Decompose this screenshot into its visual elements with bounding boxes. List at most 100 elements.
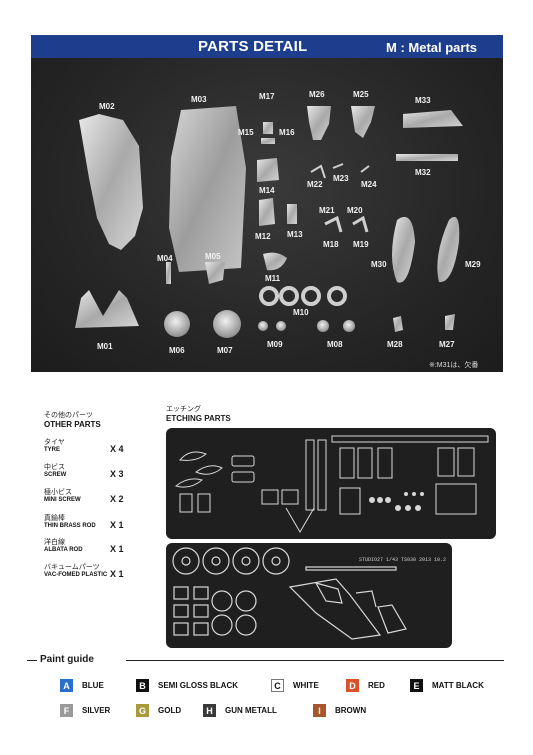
paint-color-matt-black: E MATT BLACK xyxy=(410,679,484,692)
item-quantity: X 1 xyxy=(110,520,124,530)
label-m11: M11 xyxy=(265,274,281,283)
part-m12 xyxy=(259,198,275,226)
label-m30: M30 xyxy=(371,260,387,269)
paint-color-brown: I BROWN xyxy=(313,704,366,717)
item-name-jp: 真鍮棒 xyxy=(44,515,65,522)
color-swatch: B xyxy=(136,679,149,692)
color-name: BROWN xyxy=(335,706,367,715)
part-m25 xyxy=(351,106,375,138)
label-m18: M18 xyxy=(323,240,339,249)
label-m14: M14 xyxy=(259,186,275,195)
color-swatch: F xyxy=(60,704,73,717)
part-m14 xyxy=(257,158,279,182)
item-quantity: X 2 xyxy=(110,494,124,504)
part-m17 xyxy=(263,122,273,134)
paint-guide-title: Paint guide xyxy=(40,654,94,665)
part-m23 xyxy=(332,163,344,169)
color-swatch: I xyxy=(313,704,326,717)
label-m33: M33 xyxy=(415,96,431,105)
paint-color-gold: G GOLD xyxy=(136,704,181,717)
item-quantity: X 1 xyxy=(110,544,124,554)
label-m03: M03 xyxy=(191,95,207,104)
part-m04 xyxy=(166,262,171,284)
label-m22: M22 xyxy=(307,180,323,189)
metal-parts-photo: M02 M03 M17 M15 M16 M26 M25 M33 M14 M22 … xyxy=(31,58,503,372)
label-m17: M17 xyxy=(259,92,275,101)
page-title: PARTS DETAIL xyxy=(198,38,308,55)
label-m08: M08 xyxy=(327,340,343,349)
paint-color-gun-metall: H GUN METALL xyxy=(203,704,277,717)
label-m28: M28 xyxy=(387,340,403,349)
item-name: TYRE xyxy=(44,447,61,453)
etching-title-jp: エッチング xyxy=(166,406,201,413)
etching-sheet-2: STUDIO27 1/43 TS030 2013 10.2 xyxy=(166,543,452,648)
color-swatch: H xyxy=(203,704,216,717)
label-m19: M19 xyxy=(353,240,369,249)
label-m13: M13 xyxy=(287,230,303,239)
part-m05 xyxy=(205,262,225,284)
color-swatch: D xyxy=(346,679,359,692)
item-quantity: X 1 xyxy=(110,569,124,579)
item-name: ALBATA ROD xyxy=(44,547,83,553)
part-m26 xyxy=(307,106,331,140)
part-m10-c xyxy=(301,286,321,306)
part-m09-a xyxy=(258,321,268,331)
label-m06: M06 xyxy=(169,346,185,355)
item-name: MINI SCREW xyxy=(44,497,81,503)
color-name: MATT BLACK xyxy=(432,681,484,690)
paint-color-blue: A BLUE xyxy=(60,679,104,692)
etching-title: ETCHING PARTS xyxy=(166,414,231,423)
label-m23: M23 xyxy=(333,174,349,183)
item-name: VAC-FOMED PLASTIC xyxy=(44,572,108,578)
page-subtitle: M : Metal parts xyxy=(386,40,478,55)
part-m33 xyxy=(403,110,463,128)
part-m01 xyxy=(75,290,139,328)
part-m22 xyxy=(310,164,326,179)
label-m02: M02 xyxy=(99,102,115,111)
color-swatch: G xyxy=(136,704,149,717)
label-m27: M27 xyxy=(439,340,455,349)
color-name: GOLD xyxy=(158,706,182,715)
color-name: SEMI GLOSS BLACK xyxy=(158,681,239,690)
item-name-jp: バキュームパーツ xyxy=(44,564,100,571)
part-m19 xyxy=(352,215,369,233)
list-item: バキュームパーツ VAC-FOMED PLASTIC X 1 xyxy=(44,562,174,579)
part-m28 xyxy=(393,316,403,332)
part-m07 xyxy=(213,310,241,338)
label-m32: M32 xyxy=(415,168,431,177)
label-m21: M21 xyxy=(319,206,335,215)
item-name-jp: 極小ビス xyxy=(44,489,72,496)
color-name: SILVER xyxy=(82,706,111,715)
etching-sheet-1-parts xyxy=(174,435,489,533)
label-m09: M09 xyxy=(267,340,283,349)
item-name: THIN BRASS ROD xyxy=(44,523,96,529)
part-m30 xyxy=(392,216,415,283)
label-m04: M04 xyxy=(157,254,173,263)
part-m10-d xyxy=(327,286,347,306)
header-banner: PARTS DETAIL M : Metal parts xyxy=(31,35,503,58)
list-item: 洋白線 ALBATA ROD X 1 xyxy=(44,537,174,554)
part-m15 xyxy=(261,138,275,144)
item-name-jp: 中ビス xyxy=(44,464,65,471)
label-m01: M01 xyxy=(97,342,113,351)
etching-parts-header: エッチング ETCHING PARTS xyxy=(166,404,231,423)
label-m05: M05 xyxy=(205,252,221,261)
part-m06 xyxy=(164,311,190,337)
label-m10: M10 xyxy=(293,308,309,317)
label-m29: M29 xyxy=(465,260,481,269)
label-m12: M12 xyxy=(255,232,271,241)
color-name: GUN METALL xyxy=(225,706,277,715)
item-quantity: X 3 xyxy=(110,469,124,479)
label-m16: M16 xyxy=(279,128,295,137)
part-m18 xyxy=(324,215,343,233)
part-m11 xyxy=(263,252,287,271)
item-name-jp: 洋白線 xyxy=(44,539,65,546)
label-m26: M26 xyxy=(309,90,325,99)
other-parts: その他のパーツ OTHER PARTS タイヤ TYRE X 4 中ビス SCR… xyxy=(44,410,164,579)
etching-sheet-marking: STUDIO27 1/43 TS030 2013 10.2 xyxy=(359,557,447,563)
list-item: 真鍮棒 THIN BRASS ROD X 1 xyxy=(44,513,174,530)
list-item: 中ビス SCREW X 3 xyxy=(44,462,174,479)
label-m25: M25 xyxy=(353,90,369,99)
part-m13 xyxy=(287,204,297,224)
paint-color-red: D RED xyxy=(346,679,385,692)
